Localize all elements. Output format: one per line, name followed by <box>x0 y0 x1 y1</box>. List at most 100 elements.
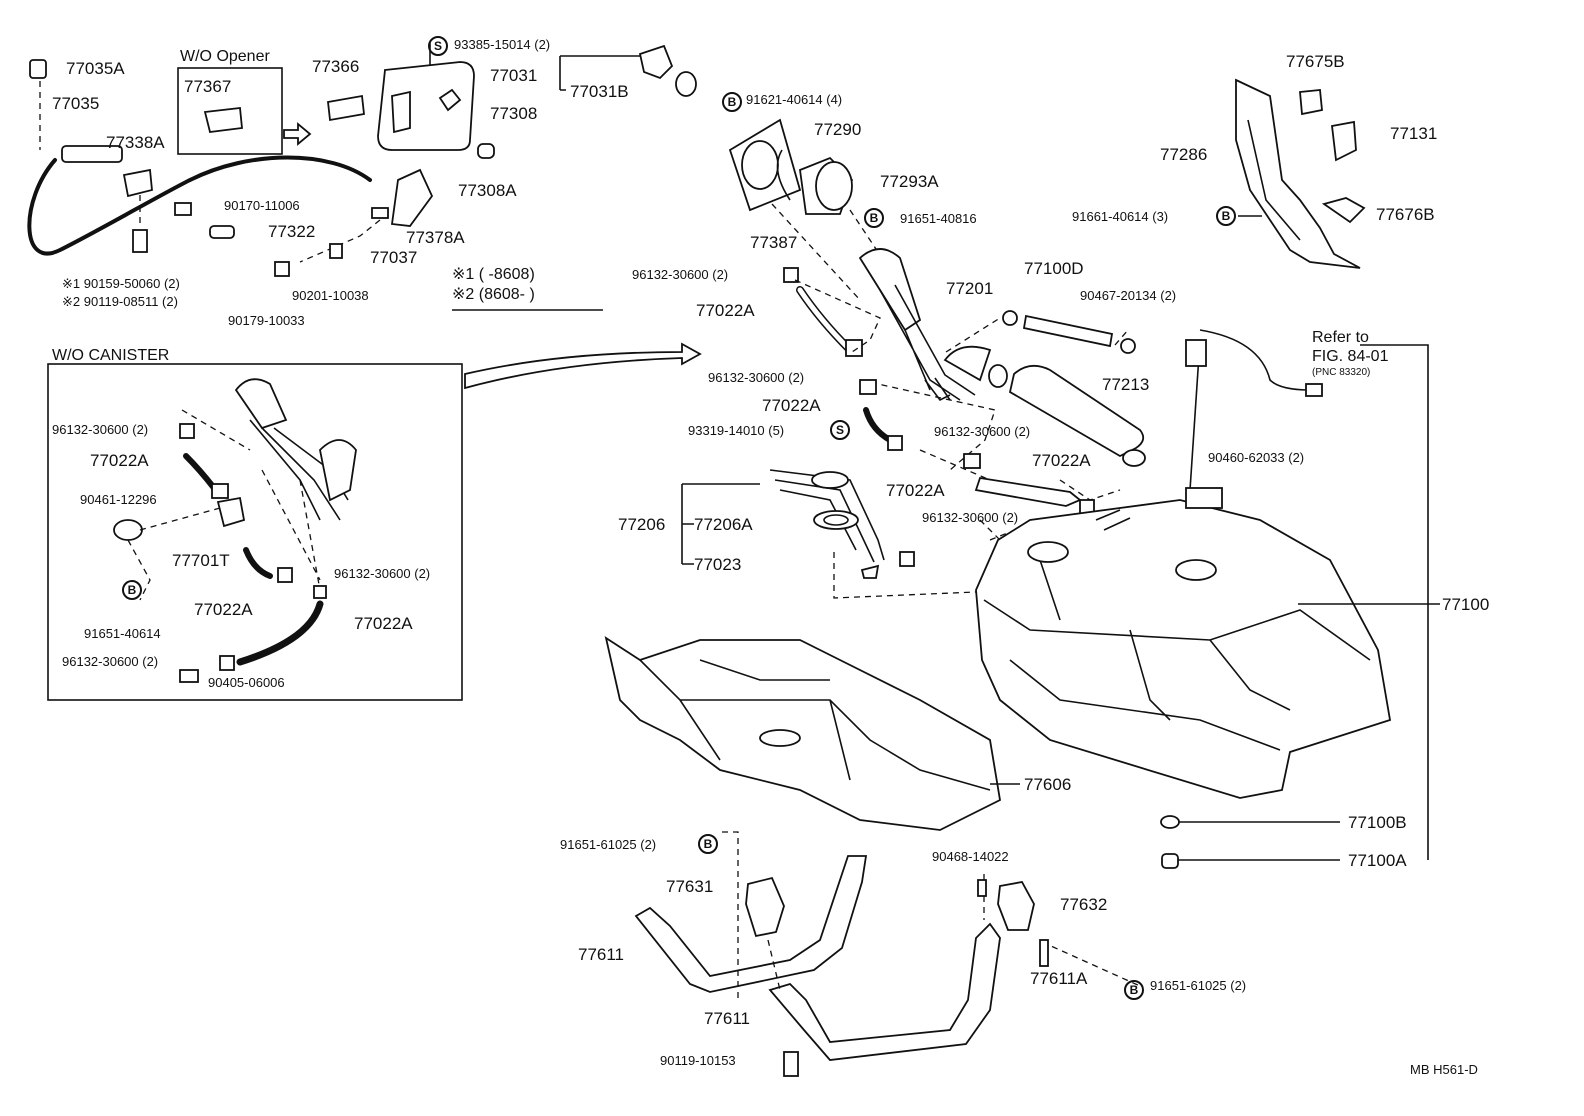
label-c-96132-a: 96132-30600 (2) <box>52 422 149 437</box>
symbol-b-91651-40816: B <box>864 208 884 228</box>
bracket-77031 <box>559 55 640 91</box>
label-77100: 77100 <box>1442 595 1490 614</box>
canister-filler-neck <box>234 378 288 430</box>
label-91651-61025-b: 91651-61025 (2) <box>1150 978 1247 993</box>
tank-port-b <box>1175 559 1217 581</box>
label-77632: 77632 <box>1060 895 1108 914</box>
grommet-77293A-hole <box>815 161 853 211</box>
label-77293A: 77293A <box>880 172 939 191</box>
label-77611-a: 77611 <box>578 945 625 964</box>
bracket-77206 <box>681 483 760 565</box>
c-clamp-90461 <box>113 519 143 541</box>
clamp-90467 <box>1120 338 1136 354</box>
label-77387: 77387 <box>750 233 798 252</box>
protector-ribs <box>639 659 991 791</box>
clip-77131 <box>1331 120 1357 162</box>
label-c-90405: 90405-06006 <box>208 675 285 690</box>
clip-90179 <box>274 261 290 277</box>
plate-77290-hole <box>741 140 779 190</box>
label-77031: 77031 <box>490 66 538 85</box>
protector-edge <box>1247 119 1301 241</box>
c-leader-90461 <box>127 507 221 601</box>
c-clamp-d <box>313 585 327 599</box>
label-77675B: 77675B <box>1286 52 1345 71</box>
hose-77022A-b <box>863 407 893 443</box>
bolt-77611A <box>1039 939 1049 967</box>
c-hose-c <box>236 600 324 666</box>
label-91651-40816: 91651-40816 <box>900 211 977 226</box>
sender-connector <box>1185 339 1207 367</box>
sender-plug <box>1185 487 1223 509</box>
label-77100A: 77100A <box>1348 851 1407 870</box>
label-93319: 93319-14010 (5) <box>688 423 785 438</box>
label-90467: 90467-20134 (2) <box>1080 288 1177 303</box>
symbol-b-91651-61025-b: B <box>1124 980 1144 1000</box>
label-pnc: (PNC 83320) <box>1312 367 1371 378</box>
label-note1: ※1 90159-50060 (2) <box>62 276 180 291</box>
label-90460: 90460-62033 (2) <box>1208 450 1305 465</box>
label-77031B: 77031B <box>570 82 629 101</box>
ring-77387 <box>776 149 791 201</box>
label-96132-b: 96132-30600 (2) <box>708 370 805 385</box>
hose-77022A-upper-fill <box>797 287 853 353</box>
label-77131: 77131 <box>1390 124 1438 143</box>
label-77022A-a: 77022A <box>696 301 755 320</box>
lid-hinge <box>391 90 411 134</box>
symbol-b-91651-40614: B <box>122 580 142 600</box>
hose-77022A-d <box>974 476 1082 507</box>
washer-77100B <box>1160 815 1180 829</box>
band-77611-b <box>768 922 1001 1061</box>
label-96132-d: 96132-30600 (2) <box>922 510 1019 525</box>
part-77366 <box>327 94 365 122</box>
bracket-right <box>1360 344 1429 860</box>
label-77611-b: 77611 <box>704 1009 751 1028</box>
filler-tubes <box>924 377 951 402</box>
label-77206: 77206 <box>618 515 666 534</box>
bolt-90119 <box>783 1051 799 1077</box>
tube-77206 <box>769 469 885 561</box>
canister-leaders <box>181 409 321 591</box>
label-77037: 77037 <box>370 248 418 267</box>
protector-77286 <box>1235 78 1361 269</box>
lid-mark <box>438 88 462 112</box>
strainer <box>860 564 880 579</box>
label-90170: 90170-11006 <box>224 198 300 213</box>
clamp-77100D-a <box>1002 310 1018 326</box>
label-90179: 90179-10033 <box>228 313 305 328</box>
clip-77676B <box>1321 197 1366 224</box>
part-77308A <box>477 143 495 159</box>
label-77378A: 77378A <box>406 228 465 247</box>
tube-77206-c <box>779 489 857 551</box>
label-c-77701T: 77701T <box>172 551 230 570</box>
leader-hose <box>794 279 881 353</box>
label-fig: FIG. 84-01 <box>1312 348 1389 365</box>
c-clamp-a <box>179 423 195 439</box>
leader-filler <box>771 203 861 301</box>
tank-port-a <box>1027 541 1069 563</box>
screw-77037 <box>371 207 389 219</box>
cable-77035-end <box>188 155 372 182</box>
label-refer-to: Refer to <box>1312 329 1369 346</box>
label-77606: 77606 <box>1024 775 1072 794</box>
label-90119: 90119-10153 <box>660 1053 736 1068</box>
label-wo-opener: W/O Opener <box>180 48 270 65</box>
clip-90201 <box>329 243 343 259</box>
clamp-hose <box>845 339 863 357</box>
label-c-91651: 91651-40614 <box>84 626 161 641</box>
label-c-77022A-b: 77022A <box>194 600 253 619</box>
label-77035A: 77035A <box>66 59 125 78</box>
label-c-96132-b: 96132-30600 (2) <box>334 566 431 581</box>
gasket-77206 <box>811 471 849 489</box>
bracket-77632 <box>997 880 1035 931</box>
label-77676B: 77676B <box>1376 205 1435 224</box>
label-77022A-b: 77022A <box>762 396 821 415</box>
label-90468: 90468-14022 <box>932 849 1009 864</box>
pin-90468 <box>977 879 987 897</box>
label-91621: 91621-40614 (4) <box>746 92 843 107</box>
c-hose-a <box>183 453 217 491</box>
leader-77037 <box>299 219 381 263</box>
clamp-90460 <box>1122 449 1146 467</box>
tank-ribs <box>983 559 1371 751</box>
cable-77035 <box>27 158 192 256</box>
label-c-90461: 90461-12296 <box>80 492 157 507</box>
